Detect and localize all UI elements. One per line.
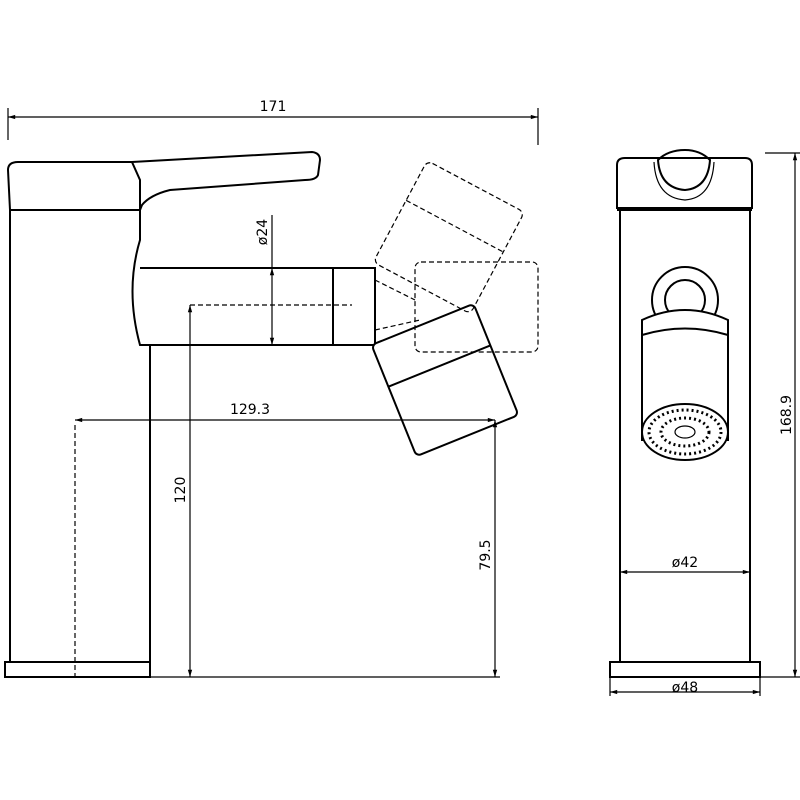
aerator-center [674,425,696,439]
dimension-spout-diameter: ø24 [255,215,275,345]
dimension-label: 120 [173,477,189,504]
dimension-label: 171 [260,99,287,115]
front-base [609,661,761,678]
dimension-base-diameter: ø48 [609,677,761,696]
swivel-hidden-lines [374,279,421,331]
dimension-overall-height: 168.9 [760,152,800,678]
aerator-holes-outer [647,408,723,456]
faucet-body [9,210,151,662]
dimension-label: 79.5 [478,539,494,570]
dimension-label: 168.9 [779,395,795,435]
spout [140,267,376,346]
dimension-overall-width: 171 [7,99,539,145]
dimension-outlet-height: 79.5 [478,420,498,678]
lever-end [656,148,712,192]
front-body [619,210,751,662]
dimension-label: ø48 [672,680,698,696]
nozzle-alt-position-up [374,162,523,313]
lever-end-outline [653,161,715,201]
front-handle-cap [616,157,753,209]
aerator-band [641,327,729,336]
aerator-face [641,403,729,461]
front-view: ø42 ø48 168.9 [609,148,800,696]
aerator-holes-inner [659,416,711,448]
swivel-nozzle [372,304,518,456]
faucet-base [4,661,151,678]
dimension-spout-reach: 129.3 [75,402,495,423]
handle-lever [130,150,322,211]
dimension-spout-height: 120 [173,305,193,678]
side-view: 171 ø24 129.3 120 79.5 [4,99,539,678]
dimension-label: 129.3 [230,402,270,418]
dimension-label: ø24 [255,219,271,245]
handle-cap [6,161,147,211]
dimension-label: ø42 [672,555,698,571]
dimension-body-diameter: ø42 [619,555,751,575]
